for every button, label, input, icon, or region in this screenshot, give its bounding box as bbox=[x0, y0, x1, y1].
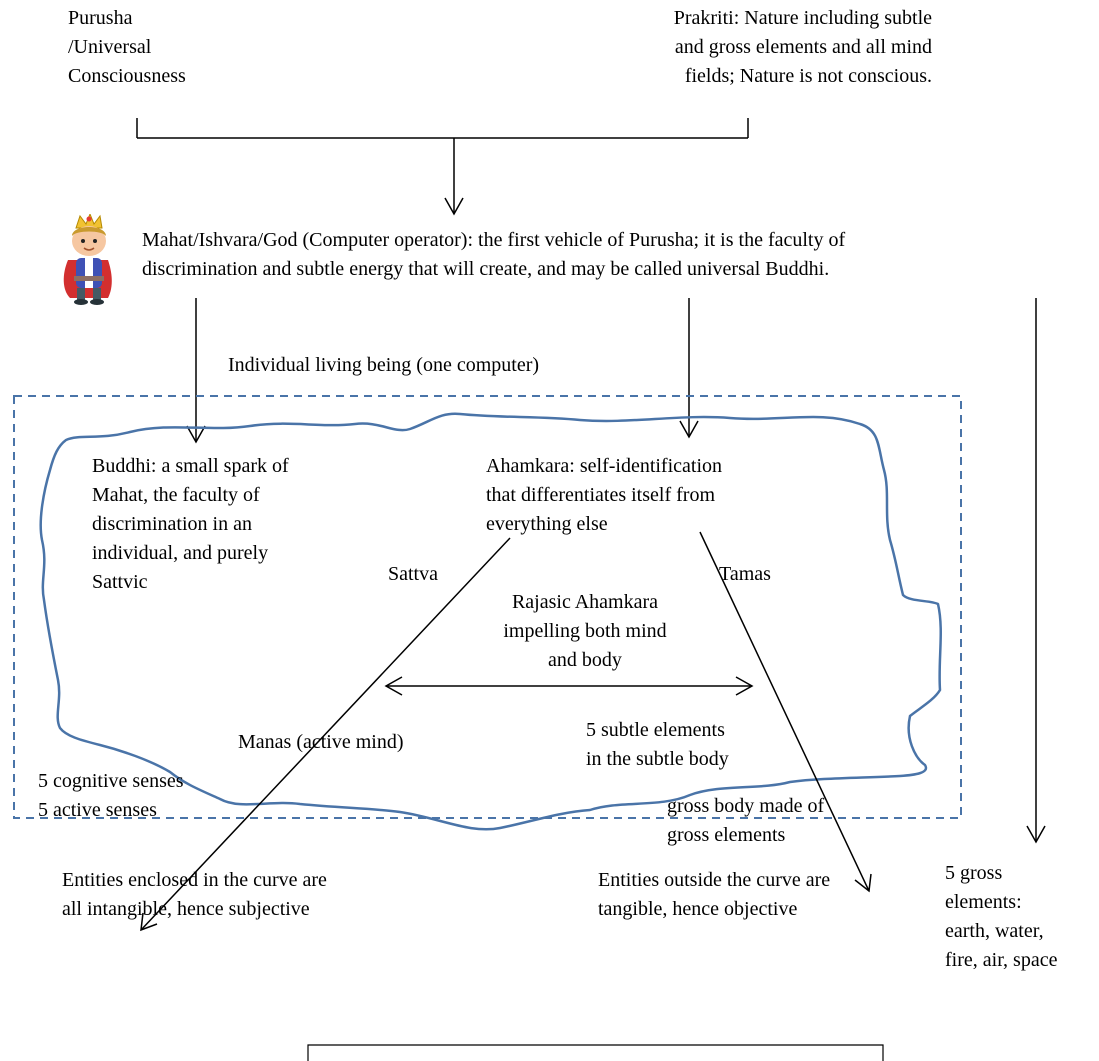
rajasic-node: Rajasic Ahamkara impelling both mind and… bbox=[503, 591, 667, 671]
manas-node: Manas (active mind) bbox=[238, 731, 404, 753]
individual-being-box bbox=[13, 395, 962, 819]
individual-being-label: Individual living being (one computer) bbox=[228, 354, 540, 376]
intangible-note: Entities enclosed in the curve are all i… bbox=[62, 869, 327, 920]
tamas-label: Tamas bbox=[719, 563, 771, 585]
tangible-note: Entities outside the curve are tangible,… bbox=[598, 869, 831, 920]
arrow-sattva bbox=[140, 537, 511, 932]
subtle-elements-node: 5 subtle elements in the subtle body bbox=[586, 719, 729, 770]
purusha-node: Purusha /Universal Consciousness bbox=[68, 7, 186, 87]
prakriti-node: Prakriti: Nature including subtle and gr… bbox=[673, 7, 932, 87]
senses-node: 5 cognitive senses 5 active senses bbox=[38, 770, 184, 821]
mahat-node: Mahat/Ishvara/God (Computer operator): t… bbox=[142, 229, 846, 280]
merge-bracket bbox=[136, 118, 749, 216]
arrow-mahat-to-ahamkara bbox=[679, 298, 699, 439]
gross-elements-node: 5 gross elements: earth, water, fire, ai… bbox=[945, 862, 1058, 971]
footer-box bbox=[307, 1044, 884, 1061]
buddhi-node: Buddhi: a small spark of Mahat, the facu… bbox=[92, 455, 289, 593]
arrow-tamas bbox=[699, 531, 872, 893]
king-figure-icon bbox=[63, 214, 112, 305]
gross-body-node: gross body made of gross elements bbox=[667, 795, 825, 846]
arrow-mahat-to-gross-elements bbox=[1026, 298, 1046, 844]
ahamkara-node: Ahamkara: self-identification that diffe… bbox=[486, 455, 723, 535]
intangible-curve bbox=[39, 412, 942, 831]
arrow-rajasic bbox=[384, 676, 754, 696]
sattva-label: Sattva bbox=[388, 563, 438, 585]
arrow-mahat-to-buddhi bbox=[186, 298, 206, 444]
